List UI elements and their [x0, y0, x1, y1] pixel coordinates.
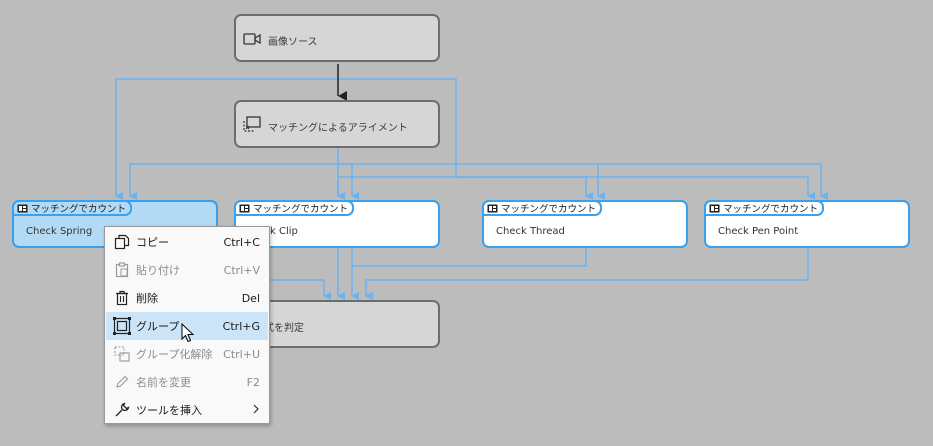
node-label: 画像ソース [268, 37, 318, 48]
badge-label: マッチングでカウント [31, 204, 127, 215]
tool-badge: マッチングでカウント [234, 200, 355, 216]
node-alignment[interactable]: マッチングによるアライメント [234, 100, 440, 148]
badge-label: マッチングでカウント [723, 204, 819, 215]
menu-item-shortcut: Ctrl+G [222, 319, 260, 333]
copy-icon [113, 233, 131, 251]
node-label: k Clip [270, 226, 298, 237]
count-icon [487, 204, 498, 213]
paste-icon [113, 261, 131, 279]
pencil-icon [113, 373, 131, 391]
menu-item-label: ツールを挿入 [136, 404, 202, 417]
badge-label: マッチングでカウント [501, 204, 597, 215]
menu-item-rename[interactable]: 名前を変更 F2 [106, 368, 268, 396]
badge-label: マッチングでカウント [253, 204, 349, 215]
mouse-cursor-icon [181, 322, 195, 347]
node-check-clip[interactable]: マッチングでカウント k Clip [234, 200, 440, 248]
chevron-right-icon [252, 404, 260, 417]
count-icon [17, 204, 28, 213]
wrench-icon [113, 401, 131, 419]
menu-item-insert-tool[interactable]: ツールを挿入 [106, 396, 268, 424]
camera-icon [243, 31, 261, 50]
node-label: Check Thread [496, 226, 565, 237]
tool-badge: マッチングでカウント [704, 200, 825, 216]
tool-badge: マッチングでカウント [12, 200, 133, 216]
node-label: 式を判定 [264, 323, 304, 334]
menu-item-copy[interactable]: コピー Ctrl+C [106, 228, 268, 256]
group-icon [113, 317, 131, 335]
menu-item-paste[interactable]: 貼り付け Ctrl+V [106, 256, 268, 284]
menu-item-shortcut: Ctrl+C [223, 235, 260, 249]
menu-item-ungroup[interactable]: グループ化解除 Ctrl+U [106, 340, 268, 368]
node-image-source[interactable]: 画像ソース [234, 14, 440, 62]
node-label: Check Spring [26, 226, 93, 237]
menu-item-label: グループ [136, 320, 180, 333]
ungroup-icon [113, 345, 131, 363]
menu-item-label: 貼り付け [136, 264, 180, 277]
node-check-pen-point[interactable]: マッチングでカウント Check Pen Point [704, 200, 910, 248]
menu-item-shortcut: Ctrl+U [223, 347, 260, 361]
trash-icon [113, 289, 131, 307]
menu-item-label: コピー [136, 236, 169, 249]
node-label: Check Pen Point [718, 226, 799, 237]
count-icon [239, 204, 250, 213]
menu-item-shortcut: Ctrl+V [223, 263, 260, 277]
count-icon [709, 204, 720, 213]
menu-item-delete[interactable]: 削除 Del [106, 284, 268, 312]
node-label: マッチングによるアライメント [268, 123, 408, 134]
node-check-thread[interactable]: マッチングでカウント Check Thread [482, 200, 688, 248]
menu-item-shortcut: Del [241, 291, 260, 305]
context-menu: コピー Ctrl+C 貼り付け Ctrl+V 削除 Del グループ Ctrl+… [104, 226, 270, 424]
menu-item-label: 名前を変更 [136, 376, 191, 389]
tool-badge: マッチングでカウント [482, 200, 603, 216]
alignment-icon [242, 116, 262, 138]
menu-item-shortcut: F2 [246, 375, 260, 389]
menu-item-label: グループ化解除 [136, 348, 213, 361]
menu-item-label: 削除 [136, 292, 158, 305]
